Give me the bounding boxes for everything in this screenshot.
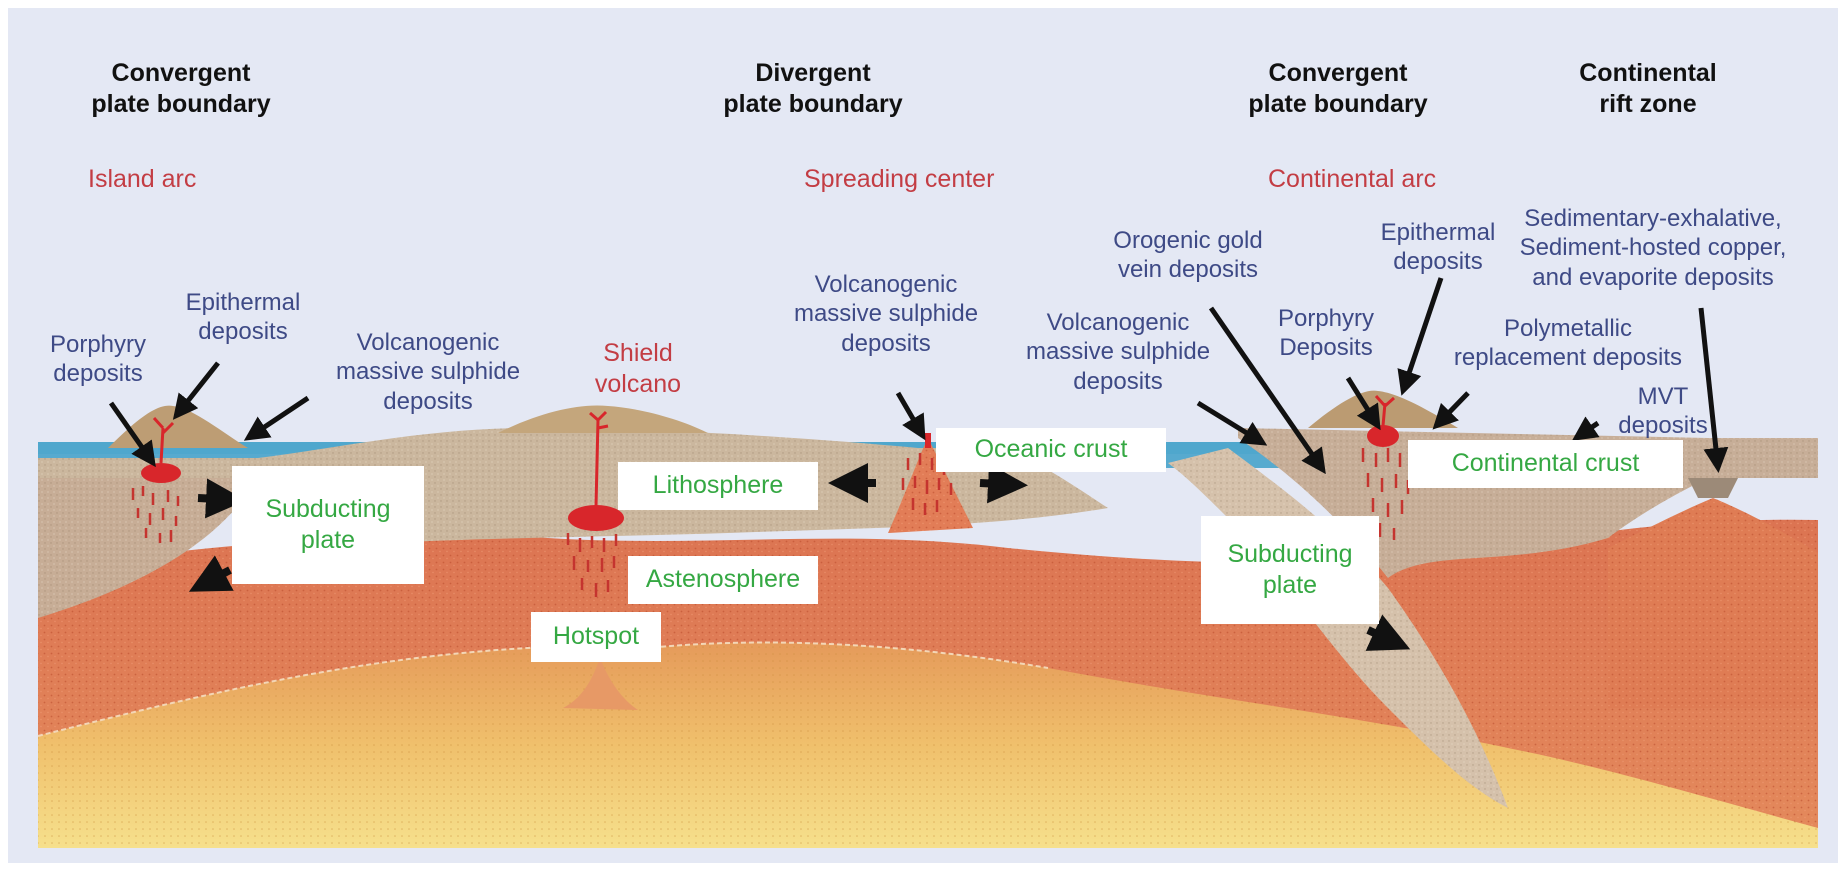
heading-divergent: Divergent plate boundary xyxy=(698,58,928,119)
box-hotspot: Hotspot xyxy=(531,612,661,662)
arrow-vms-left xyxy=(248,398,308,438)
arrow-epithermal-left xyxy=(176,363,218,416)
box-lithosphere-text: Lithosphere xyxy=(653,470,784,501)
heading-divergent-text: Divergent plate boundary xyxy=(723,59,902,118)
label-sedex-text: Sedimentary-exhalative, Sediment-hosted … xyxy=(1520,205,1787,291)
label-orogenic-gold-text: Orogenic gold vein deposits xyxy=(1113,227,1262,283)
label-epithermal-left-text: Epithermal deposits xyxy=(186,289,301,345)
box-hotspot-text: Hotspot xyxy=(553,621,639,652)
heading-convergent-left: Convergent plate boundary xyxy=(66,58,296,119)
box-lithosphere: Lithosphere xyxy=(618,462,818,510)
hotspot-magma-chamber xyxy=(568,505,624,531)
label-vms-left-text: Volcanogenic massive sulphide deposits xyxy=(336,329,520,415)
cross-section-diagram xyxy=(8,8,1838,863)
label-epithermal-right: Epithermal deposits xyxy=(1368,218,1508,277)
box-asthenosphere: Astenosphere xyxy=(628,556,818,604)
box-subducting-left-text: Subducting plate xyxy=(265,494,390,557)
box-subducting-right-text: Subducting plate xyxy=(1227,539,1352,602)
label-continental-arc: Continental arc xyxy=(1268,164,1436,195)
label-vms-right-text: Volcanogenic massive sulphide deposits xyxy=(1026,309,1210,395)
label-spreading-center: Spreading center xyxy=(804,164,994,195)
box-oceanic-crust-text: Oceanic crust xyxy=(975,434,1128,465)
heading-rift-text: Continental rift zone xyxy=(1579,59,1717,118)
label-porphyry-left-text: Porphyry deposits xyxy=(50,331,146,387)
right-magma-chamber xyxy=(1367,425,1399,447)
box-subducting-right: Subducting plate xyxy=(1201,516,1379,624)
left-magma-chamber xyxy=(141,463,181,483)
label-island-arc: Island arc xyxy=(88,164,196,195)
label-mvt-text: MVT deposits xyxy=(1618,383,1707,439)
box-asthenosphere-text: Astenosphere xyxy=(646,564,800,595)
label-vms-ridge-text: Volcanogenic massive sulphide deposits xyxy=(794,271,978,357)
label-porphyry-left: Porphyry deposits xyxy=(38,330,158,389)
heading-convergent-left-text: Convergent plate boundary xyxy=(91,59,270,118)
label-epithermal-left: Epithermal deposits xyxy=(173,288,313,347)
heading-convergent-right: Convergent plate boundary xyxy=(1223,58,1453,119)
arrow-vms-ridge xyxy=(898,393,923,436)
label-vms-ridge: Volcanogenic massive sulphide deposits xyxy=(766,270,1006,358)
arrow-polymetallic xyxy=(1436,393,1468,426)
box-continental-crust: Continental crust xyxy=(1408,440,1683,488)
label-epithermal-right-text: Epithermal deposits xyxy=(1381,219,1496,275)
label-porphyry-right: Porphyry Deposits xyxy=(1266,304,1386,363)
diagram-frame: Convergent plate boundary Divergent plat… xyxy=(8,8,1838,863)
label-mvt: MVT deposits xyxy=(1603,382,1723,441)
label-sedex: Sedimentary-exhalative, Sediment-hosted … xyxy=(1508,204,1798,292)
label-polymetallic-text: Polymetallic replacement deposits xyxy=(1454,315,1682,371)
box-subducting-left: Subducting plate xyxy=(232,466,424,584)
label-vms-right: Volcanogenic massive sulphide deposits xyxy=(998,308,1238,396)
label-shield-volcano: Shield volcano xyxy=(578,338,698,399)
box-oceanic-crust: Oceanic crust xyxy=(936,428,1166,472)
box-continental-crust-text: Continental crust xyxy=(1452,448,1640,479)
label-vms-left: Volcanogenic massive sulphide deposits xyxy=(308,328,548,416)
label-polymetallic: Polymetallic replacement deposits xyxy=(1438,314,1698,373)
motion-arrow-oceanic-crust xyxy=(980,483,1020,485)
arrow-vms-right xyxy=(1198,403,1263,443)
label-shield-volcano-text: Shield volcano xyxy=(595,339,681,398)
label-orogenic-gold: Orogenic gold vein deposits xyxy=(1088,226,1288,285)
rift-basin xyxy=(1688,478,1738,498)
label-porphyry-right-text: Porphyry Deposits xyxy=(1278,305,1374,361)
heading-rift: Continental rift zone xyxy=(1548,58,1748,119)
arrow-epithermal-right xyxy=(1403,278,1441,391)
heading-convergent-right-text: Convergent plate boundary xyxy=(1248,59,1427,118)
